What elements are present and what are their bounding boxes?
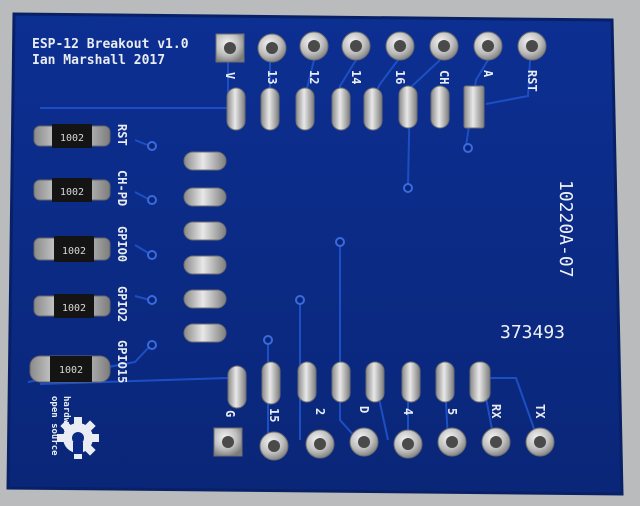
resistor-gpio2: 1002 [33, 294, 111, 318]
bottom-pin-label: 4 [401, 408, 415, 415]
top-pin-labels: V 13 12 14 16 CH A RST [223, 70, 539, 92]
resistor-column: 1002 1002 1002 1002 1002 [29, 124, 111, 383]
top-pin-label: 16 [393, 70, 407, 84]
side-code: 10220A-07 [555, 180, 576, 278]
bottom-pin-label: 15 [267, 408, 281, 422]
oshw-gear-icon [57, 417, 99, 459]
top-pin-row [215, 31, 547, 63]
board-author: Ian Marshall 2017 [32, 53, 165, 68]
top-pin-label: 14 [349, 70, 363, 84]
resistor-label: GPIO15 [115, 340, 129, 383]
vias [147, 141, 473, 350]
top-pin-label: RST [525, 70, 539, 92]
bottom-pin-label: RX [489, 404, 503, 419]
resistor-rst: 1002 [33, 124, 111, 148]
oshw-logo: open source hardware [49, 396, 99, 459]
resistor-ch-pd: 1002 [33, 178, 111, 202]
bottom-pin-label: TX [533, 404, 547, 419]
top-pin-label: 12 [307, 70, 321, 84]
top-pin-label: V [223, 72, 237, 79]
resistor-gpio0: 1002 [33, 236, 111, 262]
resistor-marking: 1002 [59, 365, 83, 376]
bottom-pin-labels: G 15 2 D 4 5 RX TX [223, 404, 547, 422]
top-smd-pads [226, 85, 485, 131]
oshw-text-line2: hardware [61, 396, 71, 440]
resistor-labels: RST CH-PD GPIO0 GPIO2 GPIO15 [115, 124, 129, 383]
top-pin-label: CH [437, 70, 451, 84]
side-smd-pads [183, 151, 227, 343]
bottom-pin-label: G [223, 410, 237, 417]
resistor-label: GPIO0 [115, 226, 129, 262]
bottom-pin-label: 5 [445, 408, 459, 415]
resistor-label: GPIO2 [115, 286, 129, 322]
board-title: ESP-12 Breakout v1.0 [32, 37, 189, 52]
resistor-marking: 1002 [60, 187, 84, 198]
bottom-pin-label: 2 [313, 408, 327, 415]
bottom-pin-row [213, 427, 555, 461]
top-pin-label: 13 [265, 70, 279, 84]
top-pin-label: A [481, 70, 495, 78]
oshw-text-line1: open source [49, 396, 59, 456]
resistor-label: CH-PD [115, 170, 129, 206]
bottom-smd-pads [227, 361, 491, 409]
bottom-pin-label: D [357, 406, 371, 413]
resistor-marking: 1002 [60, 133, 84, 144]
resistor-marking: 1002 [62, 303, 86, 314]
resistor-marking: 1002 [62, 246, 86, 257]
resistor-gpio15: 1002 [29, 355, 111, 383]
serial-number: 373493 [500, 322, 565, 343]
resistor-label: RST [115, 124, 129, 146]
